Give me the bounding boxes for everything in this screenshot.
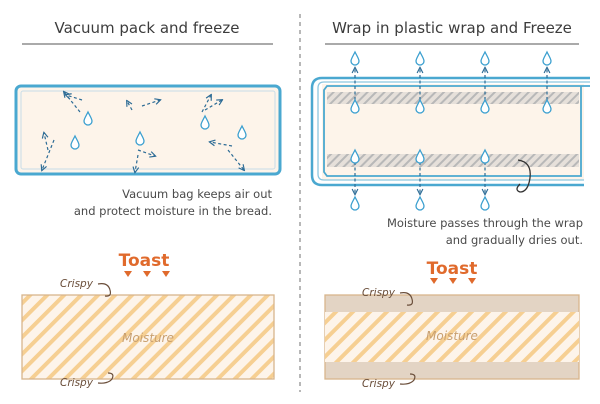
left-caption-line-2: and protect moisture in the bread. <box>74 204 272 218</box>
dashed-arrow-icon <box>227 149 244 170</box>
air-arrows <box>42 92 244 172</box>
toast-arrow-icon <box>468 278 476 284</box>
right-bread-slice <box>324 294 580 380</box>
right-toast-arrows <box>430 278 476 284</box>
water-droplet-icon <box>480 51 490 66</box>
right-title: Wrap in plastic wrap and Freeze <box>332 19 572 37</box>
left-crispy-bottom: Crispy <box>60 377 94 389</box>
toast-arrow-icon <box>162 271 170 277</box>
right-crispy-top: Crispy <box>362 287 396 299</box>
left-caption-line-1: Vacuum bag keeps air out <box>122 187 272 201</box>
left-crispy-top: Crispy <box>60 278 94 290</box>
dashed-arrow-icon <box>135 154 138 172</box>
toast-arrow-icon <box>143 271 151 277</box>
left-crispy-bottom-pointer <box>97 372 114 384</box>
left-toast-arrows <box>124 271 170 277</box>
water-droplet-icon <box>480 196 490 211</box>
right-caption-line-1: Moisture passes through the wrap <box>387 216 583 230</box>
right-crispy-bottom: Crispy <box>362 378 396 390</box>
right-crispy-top-pointer <box>399 292 414 306</box>
plastic-wrap-curl-icon <box>516 159 531 193</box>
right-caption-line-2: and gradually dries out. <box>446 233 583 247</box>
left-bread-slice <box>21 294 275 380</box>
vacuum-bag <box>14 84 282 176</box>
left-moisture-label: Moisture <box>122 331 174 345</box>
right-moisture-label: Moisture <box>426 329 478 343</box>
toast-arrow-icon <box>449 278 457 284</box>
toast-arrow-icon <box>430 278 438 284</box>
right-toast-label: Toast <box>427 259 478 279</box>
water-droplet-icon <box>415 51 425 66</box>
dashed-arrow-icon <box>64 92 81 113</box>
left-crispy-top-pointer <box>97 283 112 297</box>
water-droplet-icon <box>415 196 425 211</box>
right-crispy-bottom-pointer <box>399 373 416 385</box>
plastic-wrap <box>310 76 590 187</box>
toast-arrow-icon <box>124 271 132 277</box>
water-droplet-icon <box>350 51 360 66</box>
water-droplet-icon <box>350 196 360 211</box>
dashed-arrow-icon <box>210 142 233 147</box>
water-droplet-icon <box>542 51 552 66</box>
dashed-arrow-icon <box>127 101 133 111</box>
left-title: Vacuum pack and freeze <box>54 19 239 37</box>
dashed-arrow-icon <box>66 95 83 101</box>
left-toast-label: Toast <box>119 251 170 271</box>
dashed-arrow-icon <box>44 133 49 151</box>
